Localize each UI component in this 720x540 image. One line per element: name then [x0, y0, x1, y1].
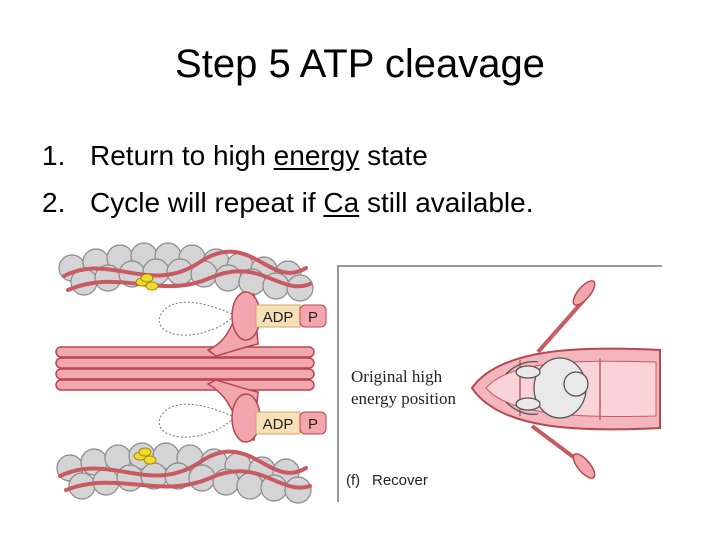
- list-text: Return to high: [90, 140, 274, 171]
- caption-line-1: Original high: [351, 367, 443, 386]
- underlined-term: energy: [273, 140, 360, 171]
- rowing-analogy-panel: Original high energy position (f) Recove…: [337, 265, 662, 502]
- list-item-2: 2. Cycle will repeat if Ca still availabl…: [42, 179, 534, 226]
- list-text: still available.: [359, 187, 534, 218]
- slide-title: Step 5 ATP cleavage: [175, 42, 545, 86]
- adp-p-label-bottom: ADP P: [255, 411, 327, 435]
- actin-filament-bottom: [56, 442, 312, 504]
- panel-tag: (f): [346, 472, 360, 489]
- myosin-thick-filament: [55, 346, 315, 391]
- phosphate-text: P: [308, 416, 318, 433]
- phosphate-text: P: [308, 309, 318, 326]
- list-number: 2.: [42, 187, 66, 218]
- list-text: state: [359, 140, 428, 171]
- list-item-1: 1. Return to high energy state: [42, 132, 534, 179]
- previous-head-outline: [158, 301, 233, 438]
- oar-icon: [530, 280, 596, 479]
- adp-text: ADP: [263, 309, 294, 326]
- myosin-head-bottom: [206, 379, 261, 443]
- panel-name: Recover: [372, 472, 428, 489]
- actin-filament-top: [58, 242, 314, 302]
- panel-border: [337, 265, 662, 502]
- adp-text: ADP: [263, 416, 294, 433]
- caption-line-2: energy position: [351, 389, 456, 408]
- list-text: Cycle will repeat if: [90, 187, 324, 218]
- adp-p-label-top: ADP P: [255, 304, 327, 328]
- myosin-head-top: [206, 291, 261, 357]
- underlined-term: Ca: [323, 187, 360, 218]
- bullet-list: 1. Return to high energy state 2. Cycle wi…: [42, 132, 534, 226]
- list-number: 1.: [42, 140, 66, 171]
- rower-icon: [505, 357, 589, 419]
